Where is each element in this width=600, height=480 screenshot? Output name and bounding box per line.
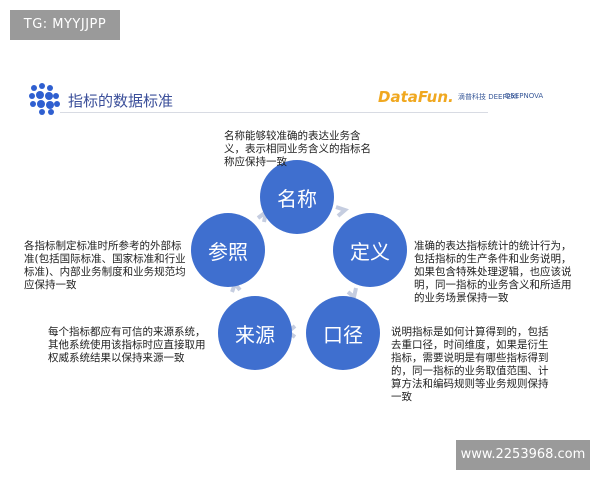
watermark-top: TG: MYYJJPP — [10, 10, 120, 40]
cube-logo-icon — [29, 83, 60, 115]
deepexi-logo: 滴普科技 DEEPEXI — [458, 93, 518, 101]
desc-name: 名称能够较准确的表达业务含义，表示相同业务含义的指标名称应保持一致 — [224, 130, 371, 168]
desc-source: 每个指标都应有可信的来源系统，其他系统使用该指标时应直接取用权威系统结果以保持来… — [48, 326, 206, 364]
desc-definition: 准确的表达指标统计的统计行为，包括指标的生产条件和业务说明，如果包含特殊处理逻辑… — [414, 240, 572, 304]
header-divider — [60, 112, 488, 113]
node-source: 来源 — [218, 296, 292, 370]
page-title: 指标的数据标准 — [68, 92, 174, 110]
desc-caliber: 说明指标是如何计算得到的，包括去重口径，时间维度，如果是衍生指标，需要说明是有哪… — [391, 326, 549, 403]
node-caliber: 口径 — [306, 296, 380, 370]
watermark-bottom: www.2253968.com — [456, 440, 590, 470]
node-reference: 参照 — [191, 213, 265, 287]
arrow-icon — [335, 205, 349, 218]
desc-reference: 各指标制定标准时所参考的外部标准(包括国际标准、国家标准和行业标准)、内部业务制… — [24, 240, 186, 291]
datafun-logo: DataFun. — [378, 88, 454, 106]
node-name: 名称 — [260, 160, 334, 234]
deepnova-logo: DEEPNOVA — [505, 92, 544, 100]
node-definition: 定义 — [333, 213, 407, 287]
